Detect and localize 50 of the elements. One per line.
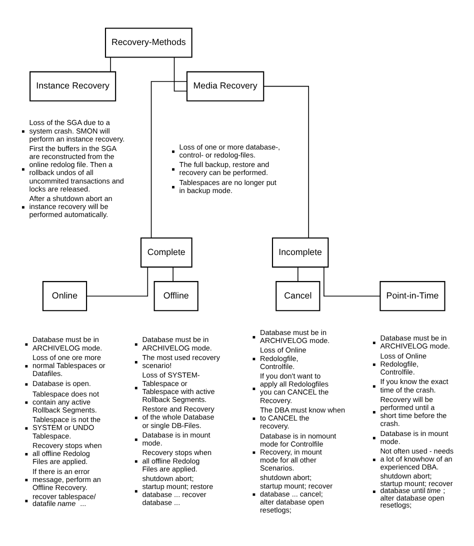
node-label: Tablespace does not contain any active Rollback Segments.	[32, 388, 99, 414]
node-box: Offline	[154, 280, 198, 311]
node-label: The most used recovery scenario!	[142, 352, 220, 370]
node-box: Media Recovery	[186, 70, 264, 101]
connector	[86, 266, 148, 296]
node-box: Cancel	[276, 280, 320, 311]
node-label: Database is in nomount mode for Controlfile Recovery, in mount mode for all other Scenarios.	[260, 430, 336, 472]
node-label: Loss of Online Redologfile, Controlfile.	[260, 345, 306, 370]
node-label: shutdown abort; startup mount; recover database until time; alter database open resetlogs;	[380, 471, 453, 510]
node-box: Incomplete	[272, 236, 329, 268]
connector	[324, 266, 380, 296]
node-label: Recovery stops when all offline Redolog Files are applied.	[142, 448, 212, 473]
node-label: Database must be in ARCHIVELOG mode.	[32, 334, 102, 352]
node-label: Loss of Online Redologfile, Controlfile.	[380, 350, 427, 376]
node-label: Recovery will be performed until a short time before the crash.	[380, 394, 447, 428]
node-label: Database is in mount mode.	[380, 428, 448, 446]
node-label: Not often used - needs a lot of knowhow of an experienced DBA.	[380, 446, 454, 472]
node-label: Database is open.	[32, 378, 91, 388]
node-label: If you know the exact time of the crash.	[380, 376, 448, 394]
node-label: Loss of one or more database-, control- or redolog-files.	[179, 142, 280, 159]
node-label: Loss of SYSTEM-Tablespace or Tablespace with active Rollback Segments.	[142, 370, 215, 404]
node-label: Database must be in ARCHIVELOG mode.	[142, 334, 212, 352]
node-label: Loss of one ore more normal Tablespaces or Datafiles.	[32, 352, 106, 378]
node-label: If you don't want to apply all Redologfiles you can CANCEL the Recovery.	[260, 371, 329, 404]
node-label: The full backup, restore and recovery can be performed.	[179, 160, 270, 177]
node-label: The DBA must know when to CANCEL the recovery.	[260, 404, 346, 430]
node-box: Instance Recovery	[30, 70, 116, 101]
node-box: Point-in-Time	[380, 280, 446, 311]
node-label: Loss of the SGA due to a system crash. SMON will perform an instance recovery.	[29, 118, 125, 143]
node-box: Complete	[140, 236, 192, 268]
node-label: Tablespace is not the SYSTEM or UNDO Tablespace.	[32, 414, 101, 440]
node-label: Recovery stops when all offline Redolog Files are applied.	[32, 440, 102, 466]
node-box: Online	[42, 280, 88, 311]
node-label: Database must be in ARCHIVELOG mode.	[380, 333, 450, 350]
node-label: Database must be in ARCHIVELOG mode.	[260, 327, 330, 345]
node-box: Recovery-Methods	[104, 27, 192, 58]
connector	[172, 266, 174, 282]
node-label: shutdown abort; startup mount; recover database ... cancel; alter database open resetlogs;	[260, 472, 333, 514]
connector	[150, 80, 188, 238]
connector	[110, 56, 111, 72]
node-label: Restore and Recovery of the whole Database or single DB-Files.	[142, 404, 214, 430]
connector	[263, 85, 309, 238]
node-label: recover tablespace/ datafile name ...	[32, 491, 96, 508]
node-label: After a shutdown abort an instance recovery will be performed automatically.	[29, 194, 112, 219]
connector	[174, 56, 188, 92]
node-label: Database is in mount mode.	[142, 430, 210, 448]
node-label: If there is an error message, perform an Offline Recovery.	[32, 466, 101, 492]
node-label: shutdown abort; startup mount; restore database ... recover database ...	[142, 474, 214, 507]
node-label: Tablespaces are no longer put in backup mode.	[179, 177, 276, 194]
node-label: First the buffers in the SGA are reconstructed from the online redolog file. Then a rollback undos of all uncommited transactions and locks are released.	[29, 144, 124, 193]
